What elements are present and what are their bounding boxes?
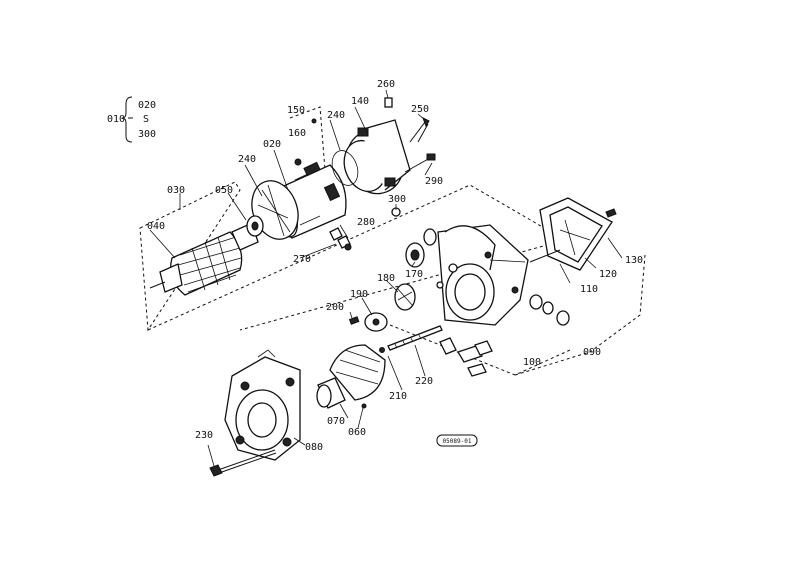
label-050: 050	[215, 185, 233, 196]
label-160: 160	[288, 128, 306, 139]
drive-housing	[436, 224, 529, 326]
reference-code-badge: 05089-01	[436, 434, 478, 447]
label-300: 300	[388, 194, 406, 205]
label-110: 110	[580, 284, 598, 295]
label-150: 150	[287, 105, 305, 116]
label-300-range-end: 300	[138, 129, 156, 140]
label-090: 090	[583, 347, 601, 358]
label-020-range-start: 020	[138, 100, 156, 111]
armature	[149, 215, 264, 296]
label-130: 130	[625, 255, 643, 266]
label-040: 040	[147, 221, 165, 232]
front-housing	[224, 349, 301, 461]
label-200: 200	[326, 302, 344, 313]
shaft	[379, 325, 443, 353]
label-170: 170	[405, 269, 423, 280]
part-labels: 010 020 S 300 020 030 050 040 240 150 16…	[107, 79, 643, 453]
label-060: 060	[348, 427, 366, 438]
label-140: 140	[351, 96, 369, 107]
long-bolt	[209, 449, 277, 477]
lever-plates	[439, 337, 493, 377]
label-240-left: 240	[238, 154, 256, 165]
label-080: 080	[305, 442, 323, 453]
label-010: 010	[107, 114, 125, 125]
label-250: 250	[411, 104, 429, 115]
leader-lines	[149, 89, 623, 467]
reference-code: 05089-01	[443, 438, 472, 445]
label-020: 020	[263, 139, 281, 150]
label-230: 230	[195, 430, 213, 441]
gears	[348, 228, 437, 332]
brush-holder-ring	[331, 119, 411, 195]
small-hardware-top	[294, 97, 436, 251]
label-030: 030	[167, 185, 185, 196]
label-190: 190	[350, 289, 368, 300]
label-290: 290	[425, 176, 443, 187]
label-180: 180	[377, 273, 395, 284]
label-240-right: 240	[327, 110, 345, 121]
label-220: 220	[415, 376, 433, 387]
solenoid-cover	[529, 197, 617, 326]
label-280: 280	[357, 217, 375, 228]
label-120: 120	[599, 269, 617, 280]
label-100: 100	[523, 357, 541, 368]
pinion-clutch	[316, 344, 386, 409]
assembly-bracket-010	[121, 96, 133, 143]
label-070: 070	[327, 416, 345, 427]
label-range-tilde: S	[143, 114, 149, 125]
label-210: 210	[389, 391, 407, 402]
label-270: 270	[293, 254, 311, 265]
label-260: 260	[377, 79, 395, 90]
